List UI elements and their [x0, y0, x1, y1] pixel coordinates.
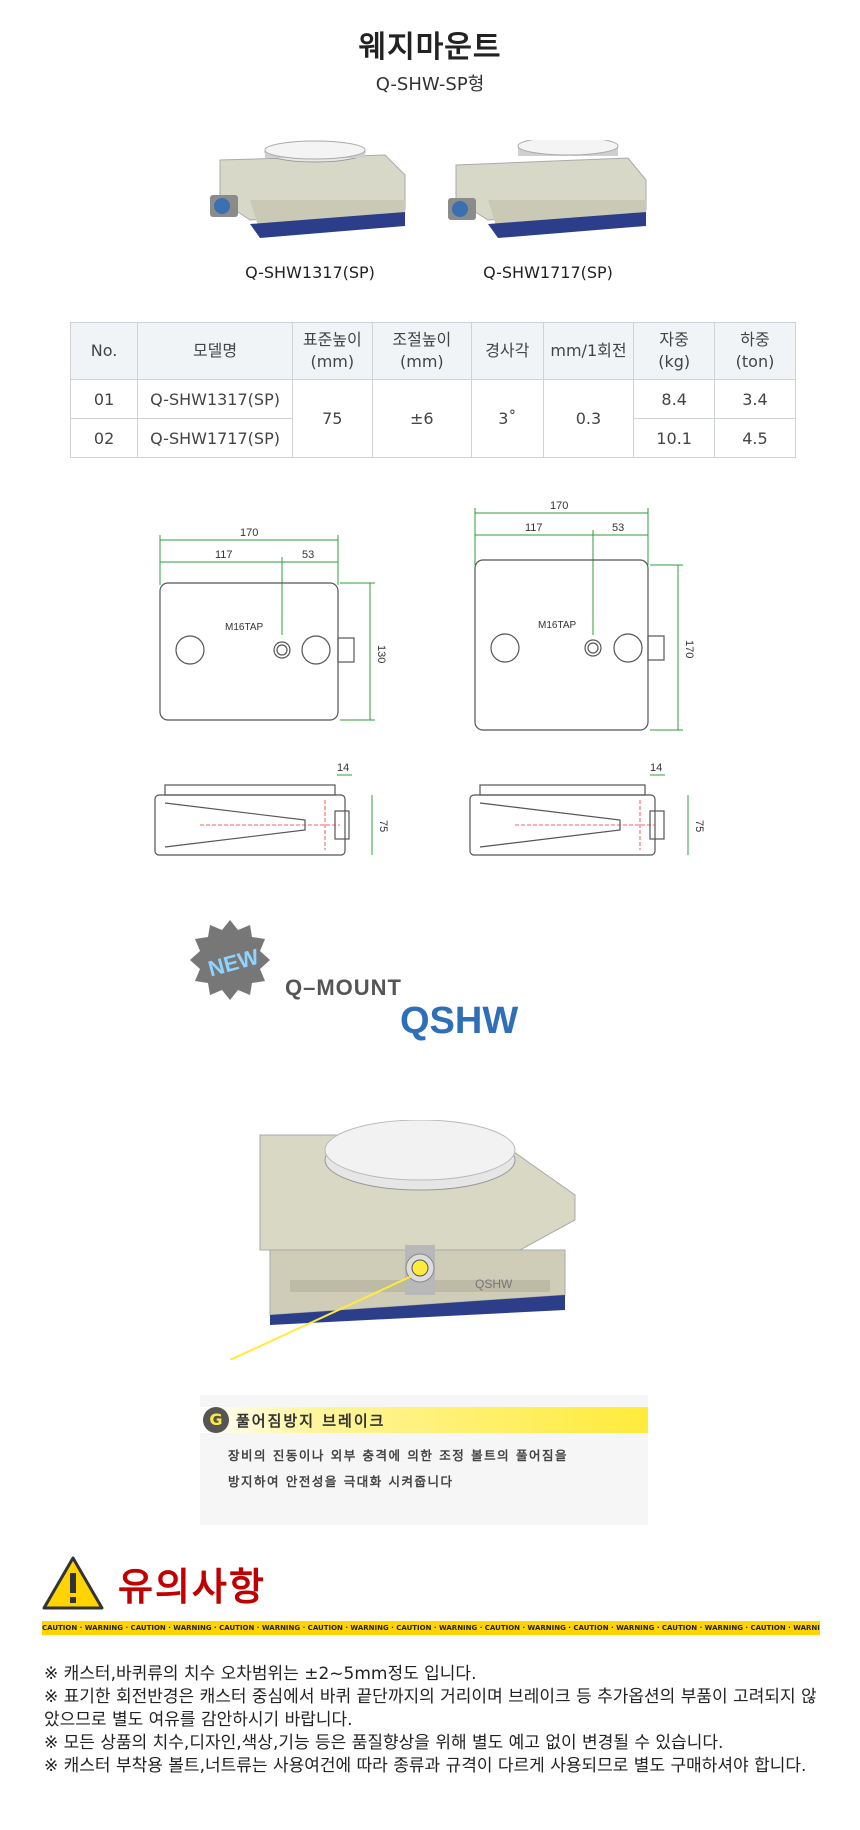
table-row: 01 Q-SHW1317(SP) 75 ±6 3˚ 0.3 8.4 3.4 [69, 379, 797, 458]
right-bolt-dim: 14 [650, 762, 662, 774]
cell-no: 02 [69, 418, 139, 458]
page-title: 웨지마운트 [358, 30, 502, 65]
logo-line2: QSHW [400, 1000, 518, 1042]
callout-description: 장비의 진동이나 외부 충격에 의한 조정 볼트의 풀어짐을 방지하여 안전성을… [228, 1448, 568, 1489]
cell-load: 4.5 [713, 418, 797, 458]
qmount-logo: NEW Q–MOUNT QSHW [190, 920, 518, 1042]
cell-std-height: 75 [291, 379, 373, 458]
col-no: No. [69, 322, 139, 380]
left-height-dim: 75 [377, 820, 389, 832]
feature-callout: G 풀어짐방지 브레이크 장비의 진동이나 외부 충격에 의한 조정 볼트의 풀… [200, 1395, 648, 1525]
dim-right-a: 117 [525, 522, 543, 534]
note-item: ※ 캐스터,바퀴류의 치수 오차범위는 ±2~5mm정도 입니다. [44, 1664, 477, 1684]
product-main-photo: QSHW [230, 1120, 576, 1360]
col-std-height: 표준높이(mm) [291, 322, 373, 380]
cell-tilt: 3˚ [470, 379, 544, 458]
col-model: 모델명 [137, 322, 293, 380]
new-badge-icon [190, 920, 270, 1000]
left-tap-label: M16TAP [225, 622, 263, 633]
page-subtitle: Q-SHW-SP형 [375, 74, 485, 95]
dimension-drawings: 170 117 53 130 M16TAP 170 117 53 170 M16… [154, 500, 705, 856]
dim-right-width: 170 [550, 500, 568, 512]
cell-per-turn: 0.3 [542, 379, 635, 458]
cell-load: 3.4 [713, 379, 797, 419]
plate-text: QSHW [475, 1277, 513, 1291]
callout-title: 풀어짐방지 브레이크 [236, 1412, 386, 1430]
dim-left-width: 170 [240, 527, 258, 539]
cell-model: Q-SHW1717(SP) [137, 418, 293, 458]
cell-weight: 10.1 [633, 418, 715, 458]
dim-right-depth: 170 [683, 640, 695, 658]
caution-notes: ※ 캐스터,바퀴류의 치수 오차범위는 ±2~5mm정도 입니다. ※ 표기한 … [44, 1663, 824, 1778]
note-item: ※ 캐스터 부착용 볼트,너트류는 사용여건에 따라 종류과 규격이 다르게 사… [44, 1756, 807, 1776]
col-weight: 자중(kg) [633, 322, 715, 380]
product-photo-1317 [210, 140, 406, 238]
col-tilt: 경사각 [470, 322, 544, 380]
caution-title: 유의사항 [118, 1565, 266, 1609]
dim-left-a: 117 [215, 549, 233, 561]
product-caption-1717: Q-SHW1717(SP) [483, 263, 613, 282]
dim-left-b: 53 [302, 549, 314, 561]
callout-highlight [200, 1407, 648, 1433]
product-photo-1717 [448, 140, 647, 238]
col-per-turn: mm/1회전 [542, 322, 635, 380]
left-plan-body [159, 582, 339, 721]
table-header-row: No. 모델명 표준높이(mm) 조절높이(mm) 경사각 mm/1회전 자중(… [69, 322, 797, 380]
note-item: ※ 모든 상품의 치수,디자인,색상,기능 등은 품질향상을 위해 별도 예고 … [44, 1733, 724, 1753]
cell-adj-height: ±6 [371, 379, 472, 458]
right-plan-body [474, 559, 649, 731]
right-tap-label: M16TAP [538, 620, 576, 631]
table-row: 02 Q-SHW1717(SP) 10.1 4.5 [69, 418, 797, 458]
product-caption-1317: Q-SHW1317(SP) [245, 263, 375, 282]
cell-model: Q-SHW1317(SP) [137, 379, 293, 419]
dim-left-depth: 130 [375, 645, 387, 663]
spec-table: No. 모델명 표준높이(mm) 조절높이(mm) 경사각 mm/1회전 자중(… [69, 322, 797, 458]
dim-right-b: 53 [612, 522, 624, 534]
right-height-dim: 75 [693, 820, 705, 832]
left-bolt-dim: 14 [337, 762, 349, 774]
logo-line1: Q–MOUNT [285, 975, 402, 1000]
cell-no: 01 [69, 379, 139, 419]
col-adj-height: 조절높이(mm) [371, 322, 472, 380]
brake-badge-icon: G [203, 1407, 229, 1433]
cell-weight: 8.4 [633, 379, 715, 419]
caution-tape: CAUTION · WARNING · CAUTION · WARNING · … [42, 1621, 820, 1635]
note-item: ※ 표기한 회전반경은 캐스터 중심에서 바퀴 끝단까지의 거리이며 브레이크 … [44, 1687, 817, 1730]
warning-triangle-icon [42, 1556, 104, 1610]
col-load: 하중(ton) [713, 322, 797, 380]
